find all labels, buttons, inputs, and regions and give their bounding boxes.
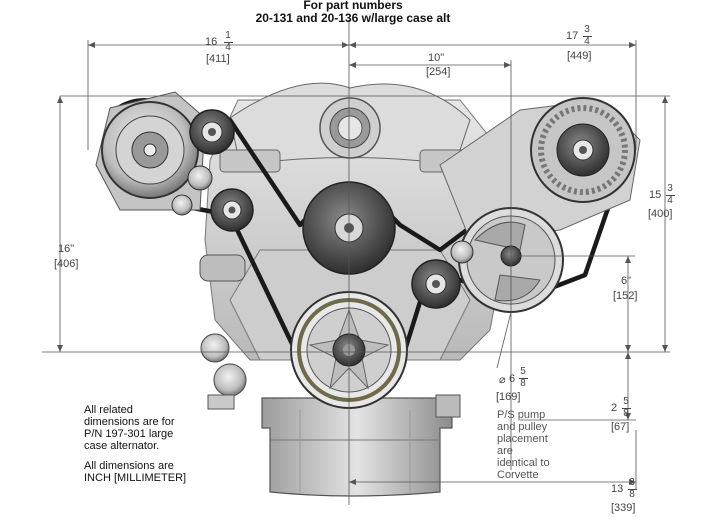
dim-ps-pulley-prefix: ⌀ [499, 374, 506, 386]
note-line: are [497, 445, 513, 457]
dim-left-height-inch: 16" [58, 243, 75, 255]
fraction-bar [583, 36, 592, 37]
dim-alt-width-den: 4 [584, 36, 590, 47]
dim-right-height-mm: [400] [648, 208, 673, 220]
note-line: case alternator. [84, 440, 160, 452]
fraction-bar [622, 408, 631, 409]
dim-ps-offset-den: 8 [623, 408, 629, 419]
dim-ps-width-mm: [339] [611, 502, 636, 514]
note-line: P/S pump [497, 409, 546, 421]
note-line: INCH [MILLIMETER] [84, 472, 187, 484]
dim-overall-width-whole: 16 [205, 36, 218, 48]
note-line: identical to [497, 457, 550, 469]
note-units: All dimensions are INCH [MILLIMETER] [84, 460, 186, 484]
fraction-bar [666, 195, 675, 196]
dim-center-offset-inch: 10" [428, 52, 445, 64]
title-line-2: 20-131 and 20-136 w/large case alt [255, 11, 451, 25]
dim-right-height-whole: 15 [649, 189, 662, 201]
dim-alt-width-whole: 17 [566, 30, 579, 42]
dim-ps-pulley-whole: 6 [509, 373, 516, 385]
dim-alt-width-num: 3 [584, 24, 590, 35]
note-line: placement [497, 433, 548, 445]
note-related-dimensions: All related dimensions are for P/N 197-3… [84, 404, 175, 452]
dim-ps-height-inch: 6" [621, 275, 632, 287]
dim-ps-width-whole: 13 [611, 483, 624, 495]
dimension-arrows [57, 42, 668, 485]
alternator [439, 97, 641, 241]
note-ps-pump: P/S pump and pulley placement are identi… [497, 409, 550, 481]
note-line: All dimensions are [84, 460, 174, 472]
dim-ps-offset-num: 5 [623, 396, 629, 407]
dim-left-height-mm: [406] [54, 258, 79, 270]
dim-alt-width-mm: [449] [567, 50, 592, 62]
fraction-bar [628, 489, 637, 490]
note-line: All related [84, 404, 133, 416]
dim-ps-pulley-den: 8 [520, 378, 526, 389]
note-line: and pulley [497, 421, 548, 433]
dim-ps-width-num: 3 [629, 477, 635, 488]
dim-ps-width-den: 8 [629, 489, 635, 500]
dim-ps-pulley-num: 5 [520, 366, 526, 377]
dim-ps-pulley-mm: [169] [496, 391, 521, 403]
oil-pan [261, 394, 461, 497]
dim-ps-offset-mm: [67] [611, 421, 630, 433]
dim-overall-width-den: 4 [225, 42, 231, 53]
note-line: dimensions are for [84, 416, 175, 428]
ac-compressor [95, 91, 206, 211]
dim-ps-height-mm: [152] [613, 290, 638, 302]
dim-center-offset-mm: [254] [426, 66, 451, 78]
fraction-bar [224, 42, 233, 43]
ps-diameter-leader [496, 311, 512, 369]
dim-right-height-den: 4 [667, 195, 673, 206]
dim-overall-width-mm: [411] [206, 53, 230, 65]
lower-left-accessories [199, 254, 247, 410]
fraction-bar [519, 378, 528, 379]
left-idler-pulleys [171, 109, 254, 232]
dim-overall-width-num: 1 [225, 30, 231, 41]
note-line: Corvette [497, 469, 539, 481]
dim-right-height-num: 3 [667, 183, 673, 194]
note-line: P/N 197-301 large [84, 428, 174, 440]
lower-idler-pulley [411, 240, 474, 309]
dimension-lines [42, 20, 670, 505]
title-line-1: For part numbers [303, 0, 403, 12]
dim-ps-offset-whole: 2 [611, 402, 618, 414]
